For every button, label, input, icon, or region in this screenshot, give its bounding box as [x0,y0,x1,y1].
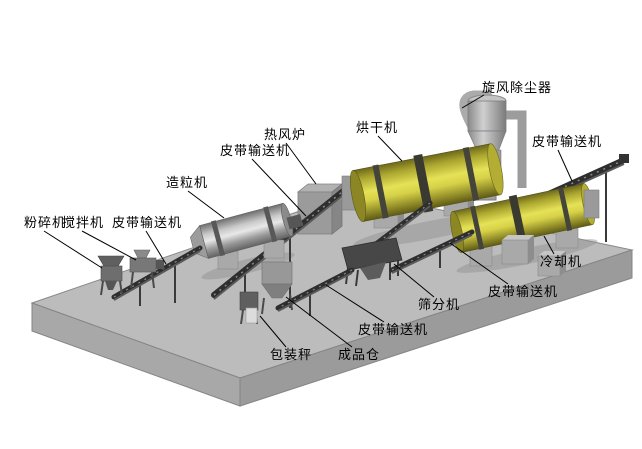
label-belt-conveyor-4: 皮带输送机 [488,285,559,300]
riding-ring [470,205,485,250]
leader-lines [43,94,573,348]
support-blocks [501,235,566,277]
packing-bag [245,307,258,324]
label-belt-conveyor-1: 皮带输送机 [112,216,183,231]
drive-motor [286,214,304,230]
label-belt-conveyor-5: 皮带输送机 [358,323,429,338]
gear-ring [413,153,434,213]
cooler-discharge-hood [583,189,600,219]
label-dryer: 烘干机 [356,121,399,136]
label-belt-conveyor-3: 皮带输送机 [532,135,603,150]
label-crusher: 粉碎机 [24,216,67,231]
mixer [129,249,164,289]
label-mixer: 搅拌机 [62,216,105,231]
label-granulator: 造粒机 [166,176,209,191]
bin-hopper [261,283,293,299]
label-packing-scale: 包装秤 [270,348,313,363]
granulator [190,202,304,259]
dryer [349,143,504,222]
packing-scale [239,291,259,325]
label-hot-air-furnace: 热风炉 [264,128,307,143]
label-cooler: 冷却机 [540,255,583,270]
riding-ring [210,220,226,257]
belt-conveyor-1 [111,245,203,306]
product-bin [261,261,293,315]
riding-ring [372,164,389,219]
label-product-bin: 成品仓 [338,348,381,363]
conveyor-head-pulley [619,154,629,163]
label-belt-conveyor-2: 皮带输送机 [220,144,291,159]
belt-conveyor-4 [389,229,475,274]
riding-ring [263,206,278,243]
mixer-inlet [133,249,151,259]
label-screening-machine: 筛分机 [418,298,461,313]
label-cyclone-dust-collector: 旋风除尘器 [482,81,553,96]
gear-ring [508,194,527,244]
riding-ring [462,146,479,202]
down-pipe [506,110,527,188]
screen-hopper [360,262,386,280]
riding-ring [558,186,573,232]
mixer-motor [156,260,164,269]
crusher [97,255,125,296]
